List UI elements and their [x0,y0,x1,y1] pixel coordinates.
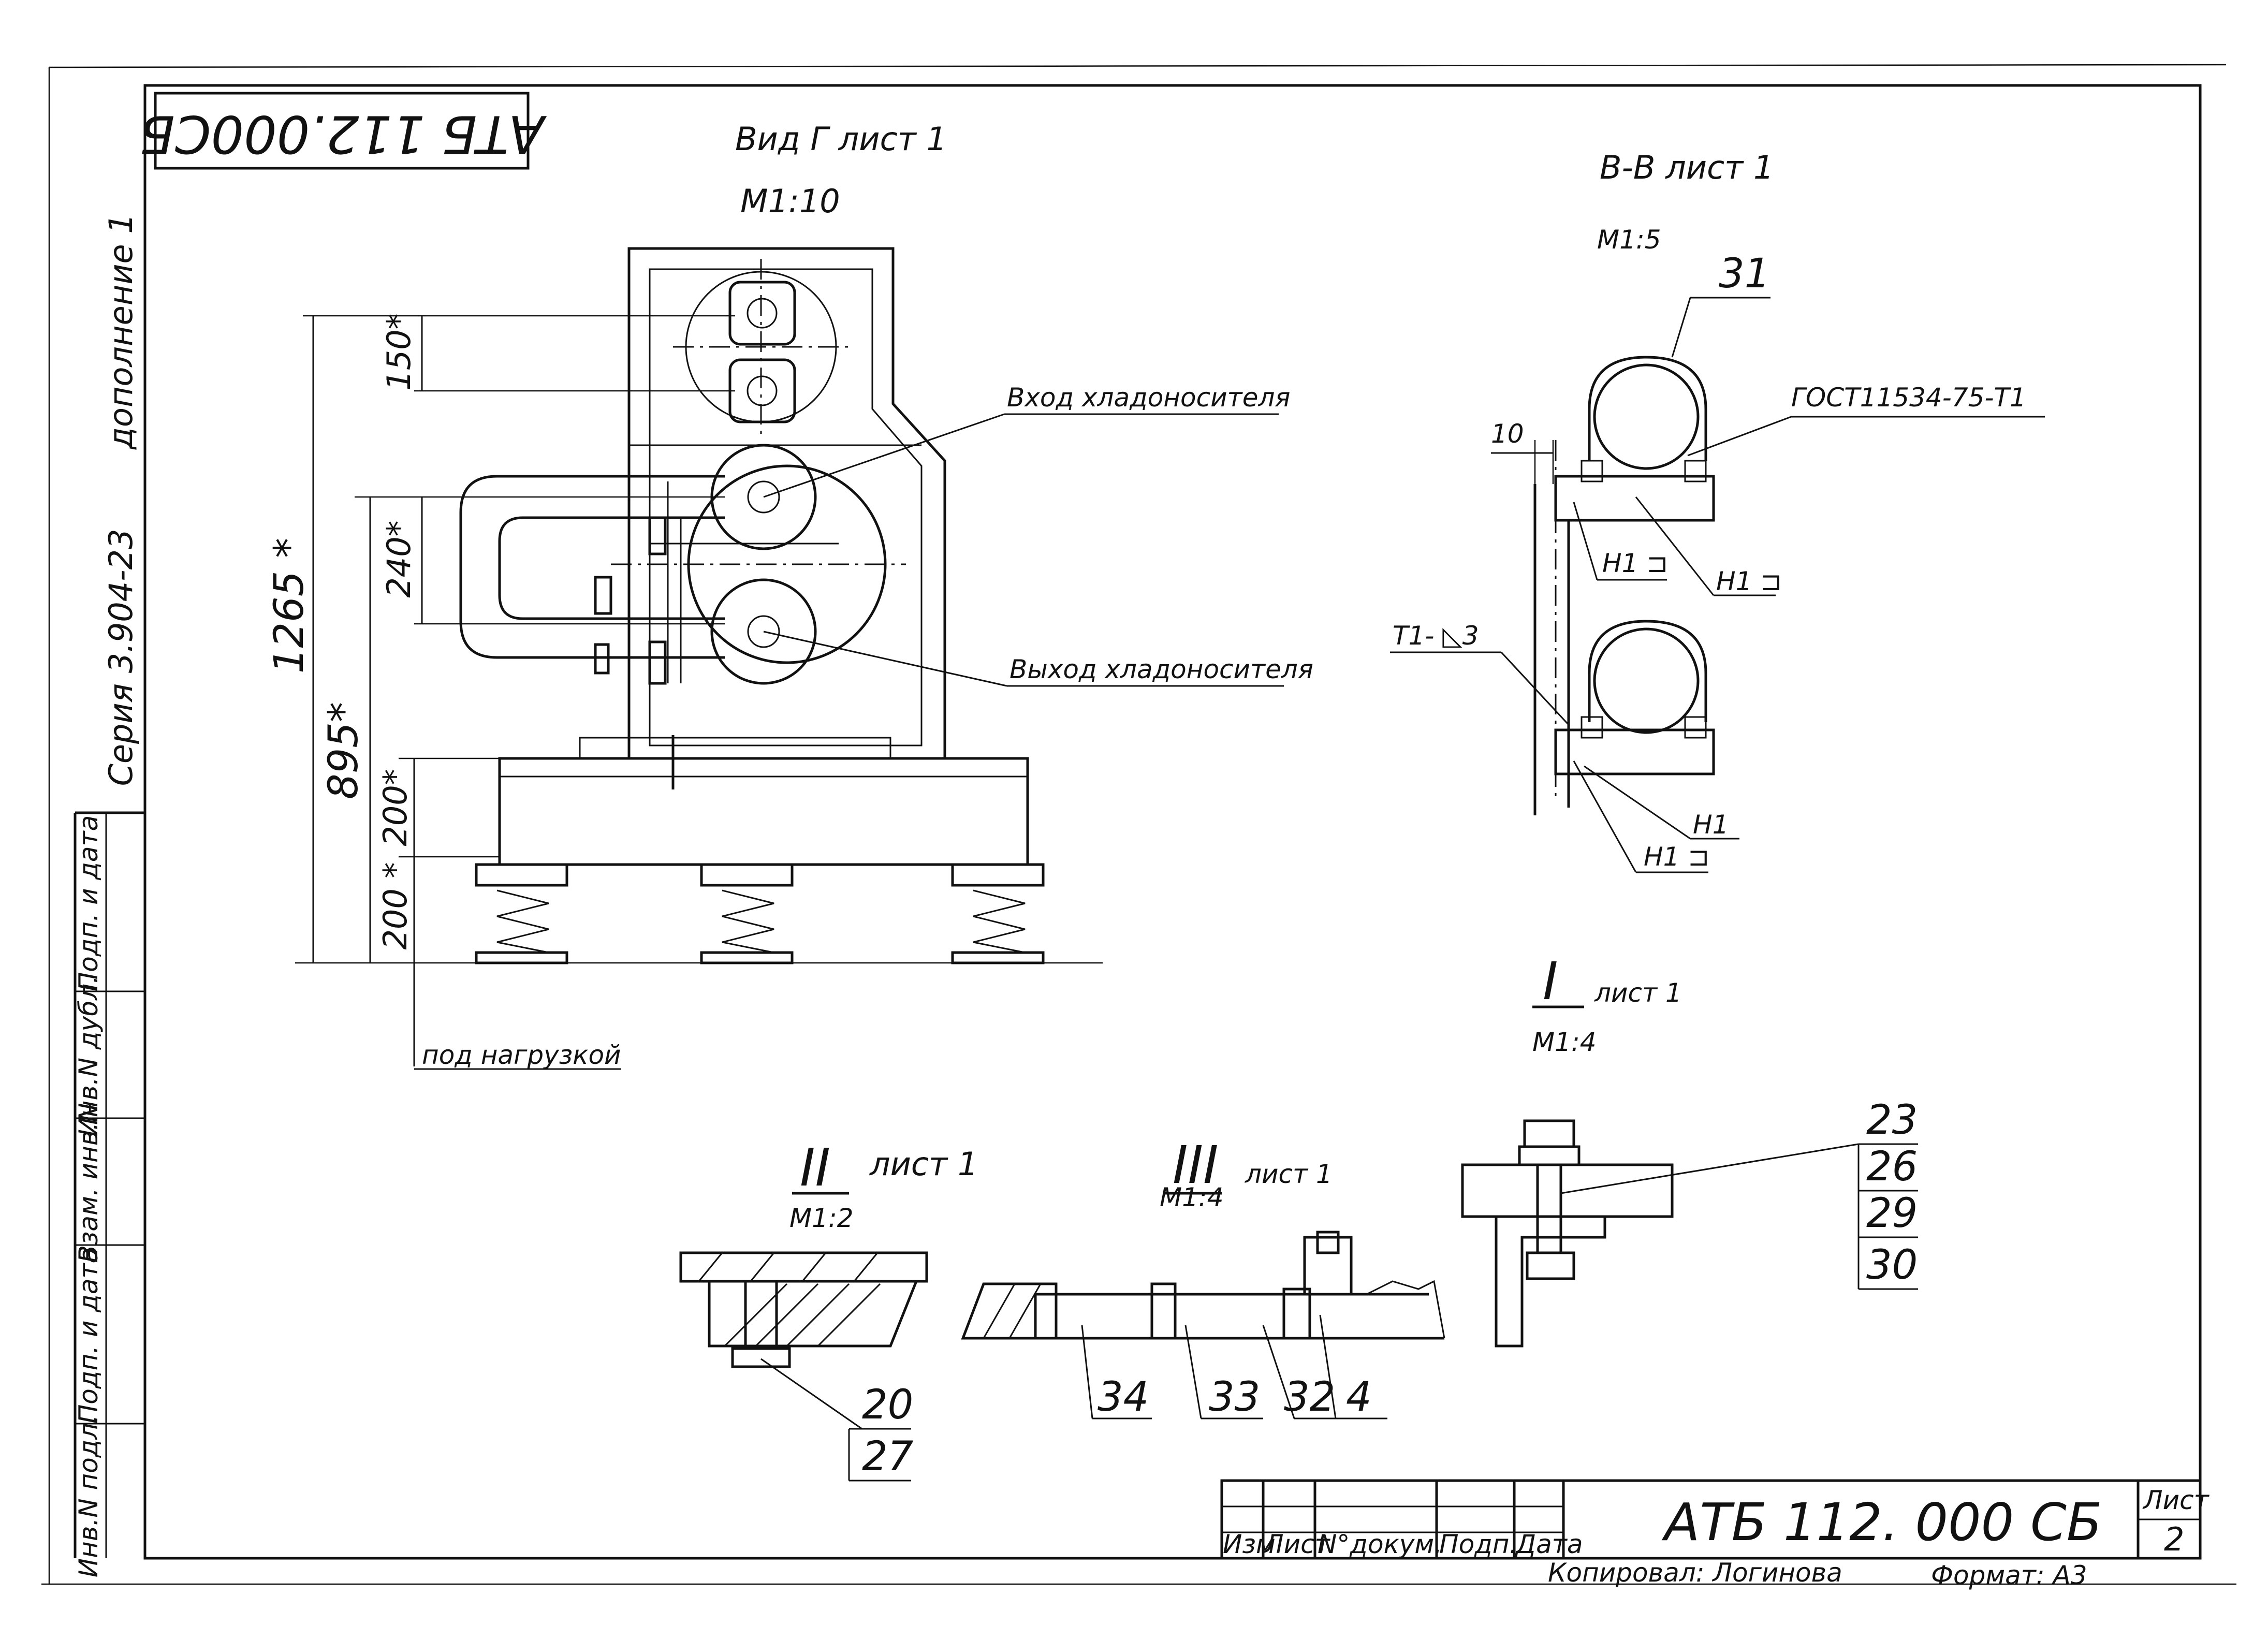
detail-3-sheet: лист 1 [1245,1159,1333,1189]
tb-col-list: Лист [1263,1529,1331,1559]
detail-2-sheet: лист 1 [869,1145,978,1183]
section-bb-title: В-В лист 1 [1600,149,1774,186]
item-31: 31 [1719,251,1770,297]
section-bb: В-В лист 1 М1:5 31 ГОСТ11534-75-Т1 10 [1390,149,2045,873]
detail-3-item-4: 4 [1346,1374,1372,1421]
detail-3: III лист 1 М1:4 34 33 32 4 [961,1135,1445,1421]
inlet-label: Вход хладоносителя [1007,383,1291,413]
supplement-label: дополнение 1 [102,213,140,450]
detail-1: I лист 1 М1:4 23 26 29 30 [1461,951,1918,1348]
tb-col-izm: Изм [1223,1529,1276,1559]
detail-2-scale: М1:2 [789,1203,854,1233]
side-col-1: Инв.N подл. [74,1415,104,1577]
detail-1-item-30: 30 [1866,1242,1918,1289]
side-col-3: Взам. инв.N [74,1103,104,1263]
side-col-4: Инв.N дубл. [74,975,104,1137]
detail-3-scale: М1:4 [1160,1182,1224,1212]
dim-1265: 1265 * [266,538,313,674]
gost-label: ГОСТ11534-75-Т1 [1791,383,2026,413]
under-load-label: под нагрузкой [422,1040,621,1070]
detail-2: II лист 1 М1:2 20 27 [679,1137,978,1482]
side-col-2: Подп. и дата [74,1248,104,1424]
tb-col-doc: N°докум. [1318,1529,1442,1559]
detail-2-item-27: 27 [862,1433,913,1480]
tb-col-sign: Подп. [1439,1529,1517,1559]
sheet-label: Лист [2142,1485,2210,1515]
dim-10: 10 [1491,419,1524,449]
weld-symbol: Т1- ◺3 [1393,621,1479,651]
stamp-box: АТБ 112.000СБ [139,92,547,170]
dim-240: 240* [380,520,418,597]
detail-1-scale: М1:4 [1532,1027,1597,1057]
detail-1-sheet: лист 1 [1594,978,1682,1008]
section-bb-scale: М1:5 [1597,225,1661,255]
detail-2-item-20: 20 [862,1382,913,1428]
detail-1-item-29: 29 [1866,1190,1918,1237]
h1-label-3: Н1 [1693,810,1729,840]
copied-by: Копировал: Логинова [1548,1558,1842,1588]
outlet-label: Выход хладоносителя [1009,654,1313,684]
detail-1-item-23: 23 [1866,1097,1918,1144]
detail-2-roman: II [800,1137,830,1198]
dim-150: 150* [380,313,418,390]
view-g: Вид Г лист 1 М1:10 [266,120,1313,1070]
title-block: Изм Лист N°докум. Подп. Дата АТБ 112. 00… [1220,1479,2210,1560]
view-g-title: Вид Г лист 1 [735,120,947,158]
tb-col-date: Дата [1515,1529,1583,1559]
dim-200-lower: 200 * [376,862,414,949]
sheet-frame [41,64,2236,1585]
h1-label-1: Н1 ⊐ [1602,548,1668,578]
sheet-number: 2 [2164,1520,2184,1558]
detail-3-roman: III [1173,1135,1218,1195]
stamp-text: АТБ 112.000СБ [139,104,547,165]
detail-1-item-26: 26 [1866,1144,1918,1190]
side-col-5: Подп. и дата [74,815,104,992]
detail-1-roman: I [1543,951,1558,1012]
detail-3-item-34: 34 [1098,1374,1149,1421]
dim-895: 895* [320,702,367,799]
series-label: Серия 3.904-23 [102,529,140,786]
designation: АТБ 112. 000 СБ [1661,1492,2102,1553]
format-label: Формат: А3 [1931,1560,2087,1590]
h1-label-2: Н1 ⊐ [1716,566,1782,596]
detail-3-item-33: 33 [1209,1374,1260,1421]
dim-200-upper: 200* [376,769,414,846]
view-g-scale: М1:10 [740,182,840,220]
detail-3-item-32: 32 [1284,1374,1335,1421]
h1-label-4: Н1 ⊐ [1644,842,1709,872]
